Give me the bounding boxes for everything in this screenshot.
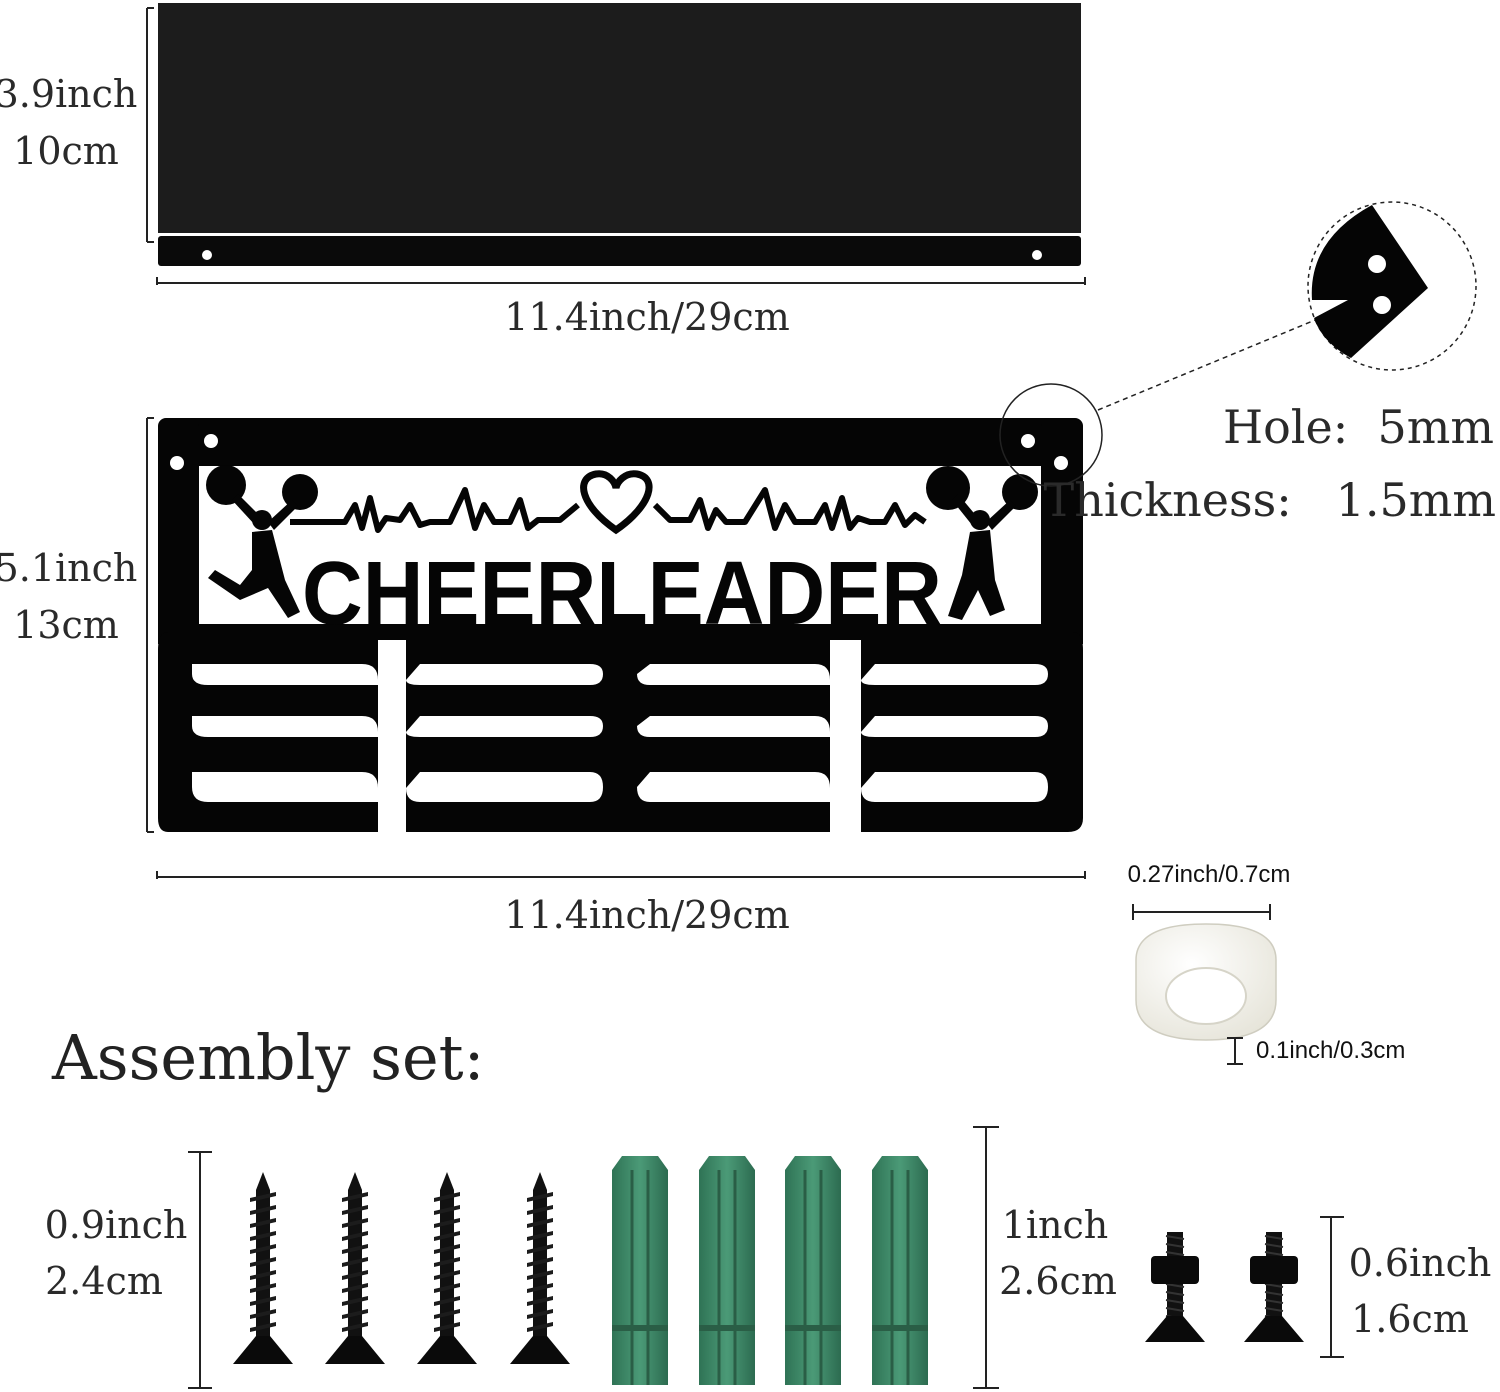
bolt-length-cm: 1.6cm bbox=[1351, 1297, 1469, 1341]
screw-length-cm: 2.4cm bbox=[45, 1259, 163, 1303]
assembly-set: Assembly set: 0.9inch 2.4cm 1inch 2.6cm … bbox=[45, 1021, 1492, 1389]
hanger-height-cm: 13cm bbox=[13, 603, 119, 647]
heartbeat-line bbox=[290, 487, 580, 533]
wall-anchors-group bbox=[612, 1156, 928, 1385]
hanger-hole bbox=[170, 456, 184, 470]
heartbeat-line bbox=[652, 487, 927, 531]
shelf-diagram: 3.9inch 10cm 11.4inch/29cm bbox=[0, 3, 1086, 339]
shelf-hole-right bbox=[1032, 250, 1042, 260]
hole-size-label: Hole: 5mm bbox=[1223, 400, 1494, 454]
thickness-label: Thickness: 1.5mm bbox=[1044, 473, 1496, 527]
cheerleader-left-silhouette bbox=[206, 465, 318, 618]
shelf-back-panel bbox=[158, 3, 1081, 233]
hole-detail-callout: Hole: 5mm Thickness: 1.5mm bbox=[999, 201, 1496, 527]
anchor-length-inch: 1inch bbox=[1002, 1203, 1109, 1247]
wall-anchor-icon bbox=[699, 1156, 755, 1385]
shelf-width-label: 11.4inch/29cm bbox=[504, 295, 789, 339]
medal-rack-gap bbox=[378, 640, 406, 840]
medal-rack-panel bbox=[158, 632, 1083, 832]
shelf-width-bracket bbox=[156, 277, 1086, 285]
bolts-group bbox=[1145, 1232, 1304, 1342]
hanger-title: CHEERLEADER bbox=[302, 544, 942, 644]
cheerleader-right-silhouette bbox=[926, 466, 1038, 620]
heart-icon bbox=[580, 470, 653, 535]
screw-icon bbox=[417, 1172, 477, 1364]
hanger-right-post bbox=[1041, 418, 1083, 638]
hanger-hole bbox=[204, 434, 218, 448]
spacer-hole bbox=[1165, 967, 1247, 1025]
medal-hook-rack bbox=[158, 632, 1083, 840]
bolt-length-inch: 0.6inch bbox=[1349, 1241, 1492, 1285]
hanger-height-inch: 5.1inch bbox=[0, 546, 137, 590]
shelf-front-lip bbox=[158, 236, 1081, 266]
spacer-diameter-bracket bbox=[1132, 904, 1271, 920]
detail-hole bbox=[1373, 296, 1391, 314]
bolt-height-bracket bbox=[1320, 1216, 1344, 1358]
hanger-left-post bbox=[158, 418, 199, 638]
spacer-thickness-label: 0.1inch/0.3cm bbox=[1256, 1037, 1405, 1064]
hanger-hole bbox=[1021, 434, 1035, 448]
hanger-height-bracket bbox=[146, 417, 154, 833]
medal-rack-gap bbox=[830, 640, 861, 840]
detail-source-circle bbox=[999, 383, 1103, 487]
screws-group bbox=[233, 1172, 570, 1364]
spacer-diagram: 0.27inch/0.7cm 0.1inch/0.3cm bbox=[1128, 861, 1405, 1065]
wall-anchor-icon bbox=[785, 1156, 841, 1385]
detail-hole bbox=[1368, 255, 1386, 273]
detail-leader-line bbox=[1097, 317, 1321, 411]
wall-anchor-icon bbox=[872, 1156, 928, 1385]
bolt-with-nut-icon bbox=[1145, 1232, 1205, 1342]
screw-length-inch: 0.9inch bbox=[45, 1203, 188, 1247]
detail-zoom-metal bbox=[1311, 205, 1428, 358]
screw-icon bbox=[325, 1172, 385, 1364]
hanger-hole bbox=[1054, 456, 1068, 470]
wall-anchor-icon bbox=[612, 1156, 668, 1385]
spacer-diameter-label: 0.27inch/0.7cm bbox=[1128, 861, 1291, 888]
shelf-height-bracket bbox=[146, 7, 154, 243]
anchor-length-cm: 2.6cm bbox=[999, 1259, 1117, 1303]
shelf-hole-left bbox=[202, 250, 212, 260]
hanger-width-label: 11.4inch/29cm bbox=[504, 893, 789, 937]
bolt-with-nut-icon bbox=[1244, 1232, 1304, 1342]
medal-hanger-diagram: CHEERLEADER 5.1inch 13cm 11.4inch/29cm bbox=[0, 417, 1086, 937]
spacer-thickness-bracket bbox=[1227, 1037, 1243, 1065]
hanger-top-bar bbox=[158, 418, 1083, 466]
hanger-width-bracket bbox=[156, 871, 1086, 879]
screw-height-bracket bbox=[188, 1151, 212, 1389]
screw-icon bbox=[233, 1172, 293, 1364]
anchor-height-bracket bbox=[973, 1126, 999, 1389]
screw-icon bbox=[510, 1172, 570, 1364]
shelf-height-cm: 10cm bbox=[13, 129, 119, 173]
assembly-title: Assembly set: bbox=[51, 1021, 484, 1094]
shelf-height-inch: 3.9inch bbox=[0, 72, 137, 116]
detail-zoom-circle bbox=[1307, 201, 1477, 371]
